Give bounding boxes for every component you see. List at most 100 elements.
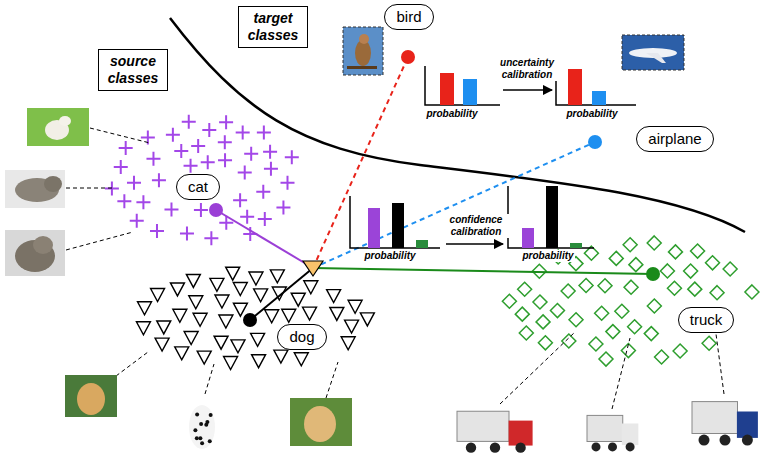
cat-cluster — [105, 115, 299, 245]
probability-bar — [440, 73, 454, 105]
plus-marker — [204, 231, 218, 245]
node-text: dog — [289, 328, 314, 346]
plus-marker — [127, 176, 141, 190]
diamond-marker — [723, 262, 737, 276]
truck-wheel — [626, 442, 635, 451]
plus-marker — [256, 185, 270, 199]
truck-photo — [585, 410, 640, 455]
triangle-marker — [327, 290, 341, 303]
diamond-marker — [550, 304, 564, 318]
dog-figure — [189, 405, 215, 449]
plus-marker — [166, 128, 180, 142]
triangle-marker — [282, 309, 296, 322]
triangle-marker — [254, 289, 268, 302]
dog-photo — [65, 375, 117, 417]
plus-marker — [182, 115, 196, 129]
photo-ground — [27, 108, 89, 146]
calibration-arrow — [446, 243, 503, 245]
dog-spot — [193, 428, 197, 432]
bird-body — [355, 40, 371, 66]
calibration-label: uncertainty calibration — [493, 57, 561, 81]
triangle-marker — [360, 313, 374, 326]
calibration-label: confidence calibration — [442, 214, 510, 238]
truck-cluster — [502, 236, 759, 366]
photo-ground — [585, 410, 640, 455]
node-text: source classes — [105, 53, 161, 87]
plus-marker — [119, 141, 133, 155]
photo-ground — [65, 375, 117, 417]
diamond-marker — [702, 336, 716, 350]
axis-label: probability — [565, 108, 618, 120]
triangle-marker — [157, 321, 171, 334]
diamond-marker — [624, 280, 638, 294]
node-text: bird — [396, 8, 421, 26]
plus-marker — [150, 224, 164, 238]
diamond-marker — [609, 251, 623, 265]
triangle-marker — [272, 287, 286, 300]
diamond-marker — [655, 350, 669, 364]
node-text: cat — [188, 178, 208, 196]
truck-box — [692, 402, 738, 434]
diamond-marker — [562, 334, 576, 348]
diamond-marker — [667, 281, 681, 295]
diamond-marker — [598, 279, 612, 293]
dog-spot — [198, 436, 202, 440]
photo-ground — [690, 395, 760, 450]
diamond-marker — [606, 325, 620, 339]
chart-axes — [508, 186, 594, 248]
triangle-marker — [189, 296, 203, 309]
triangle-marker — [294, 353, 308, 366]
class-label: bird — [384, 4, 433, 30]
triangle-marker — [233, 303, 247, 316]
probability-chart — [350, 196, 440, 248]
leader-line — [116, 352, 148, 376]
triangle-marker — [138, 302, 152, 315]
dog-spot — [200, 441, 204, 445]
class-label: airplane — [636, 126, 713, 152]
leader-line — [66, 232, 133, 250]
probability-chart — [425, 66, 500, 105]
bird-photo — [343, 27, 383, 75]
leader-line — [612, 338, 630, 409]
plus-marker — [244, 147, 258, 161]
probability-bar — [546, 186, 558, 248]
triangle-marker — [184, 332, 198, 345]
diamond-marker — [599, 352, 613, 366]
dog-spot — [205, 420, 209, 424]
leader-line — [66, 188, 112, 189]
plus-marker — [180, 227, 194, 241]
probability-bar — [592, 91, 606, 105]
dog-spot — [195, 436, 199, 440]
axis-label: probability — [363, 250, 416, 262]
bird-distance-line — [313, 57, 408, 268]
plus-marker — [257, 126, 271, 140]
triangle-marker — [291, 293, 305, 306]
diamond-marker — [502, 294, 516, 308]
plus-marker — [276, 201, 290, 215]
diamond-marker — [579, 279, 593, 293]
cat-head — [33, 236, 53, 254]
leader-line — [716, 334, 724, 394]
probability-bar — [392, 203, 404, 248]
truck-wheel — [699, 435, 710, 446]
leader-line — [500, 332, 575, 404]
plus-marker — [114, 160, 128, 174]
diamond-marker — [710, 286, 724, 300]
triangle-marker — [155, 338, 169, 351]
triangle-marker — [341, 337, 355, 350]
class-label: dog — [277, 324, 326, 350]
triangle-marker — [226, 267, 240, 280]
triangle-marker — [233, 282, 247, 295]
triangle-marker — [193, 313, 207, 326]
photo-ground — [178, 395, 226, 455]
node-text: airplane — [648, 130, 701, 148]
diamond-marker — [629, 258, 643, 272]
dog-figure — [304, 406, 336, 442]
diamond-marker — [561, 284, 575, 298]
diamond-marker — [569, 313, 583, 327]
diamond-marker — [691, 244, 705, 258]
plus-marker — [236, 126, 250, 140]
dog-distance-line — [250, 268, 313, 320]
diamond-marker — [615, 304, 629, 318]
plus-marker — [184, 159, 198, 173]
